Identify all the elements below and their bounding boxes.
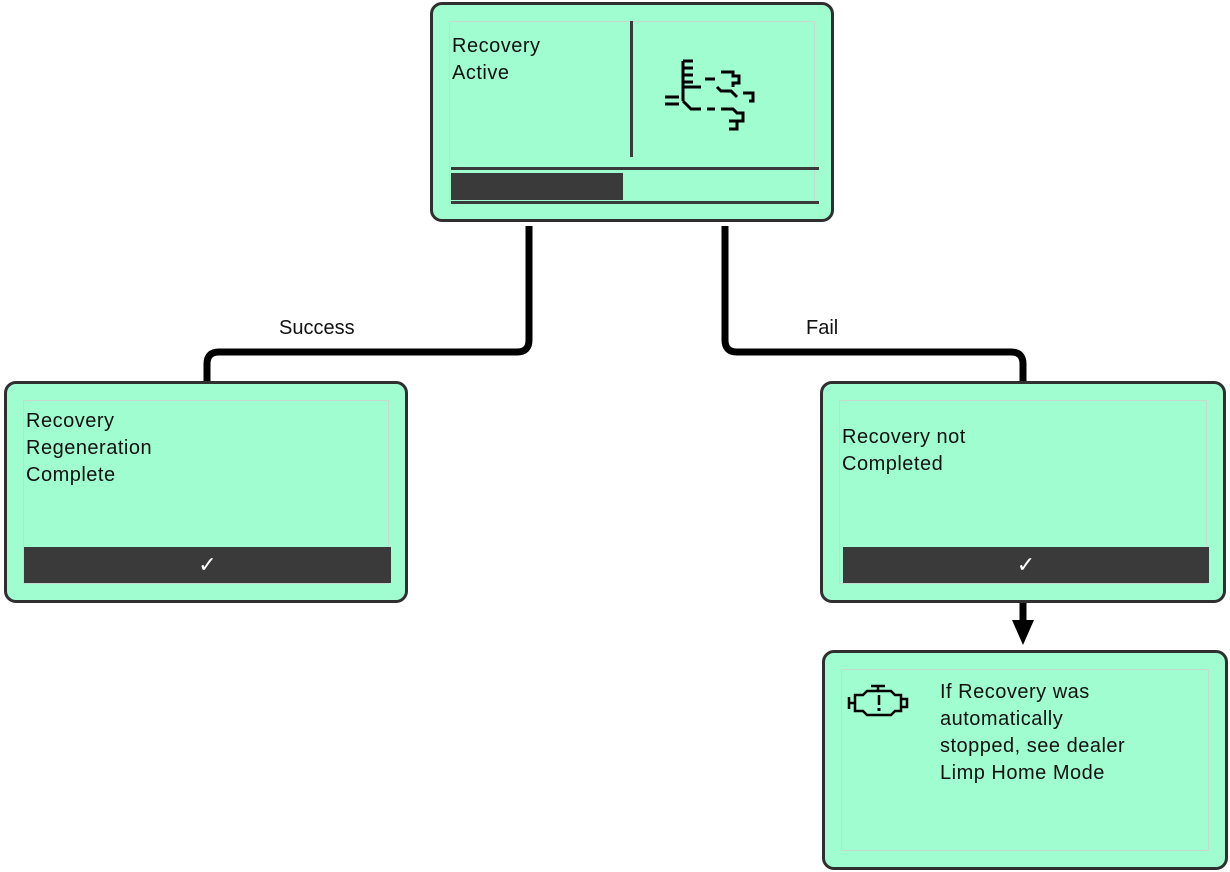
checkmark-icon: ✓ [198,552,217,577]
recovery-not-completed-screen: Recovery not Completed ✓ [820,381,1226,603]
checkmark-icon: ✓ [1016,552,1036,577]
dpf-regeneration-icon [665,59,755,131]
success-connector [203,226,533,384]
fail-label: Fail [806,317,839,339]
fail-connector [721,226,1027,384]
recovery-active-title: Recovery Active [452,35,541,84]
regeneration-complete-screen: Recovery Regeneration Complete ✓ [4,381,408,603]
recovery-active-screen: Recovery Active [430,2,834,222]
limp-home-info-text: If Recovery was automatically stopped, s… [940,681,1126,784]
regeneration-complete-text: Recovery Regeneration Complete [26,410,153,486]
vertical-divider [630,21,633,157]
limp-home-info-screen: If Recovery was automatically stopped, s… [822,650,1228,870]
progress-bottom-rule [451,201,819,204]
screen-inner-frame [839,400,1207,584]
screen-inner-frame [23,400,389,584]
fail-to-info-arrowhead [1012,620,1034,645]
progress-fill [451,173,623,200]
confirm-button[interactable]: ✓ [24,547,391,583]
screen-inner-frame [841,669,1209,851]
engine-warning-icon [847,684,909,717]
success-label: Success [279,317,355,339]
progress-top-rule [451,167,819,170]
recovery-not-completed-text: Recovery not Completed [842,426,966,475]
confirm-button[interactable]: ✓ [843,547,1209,583]
